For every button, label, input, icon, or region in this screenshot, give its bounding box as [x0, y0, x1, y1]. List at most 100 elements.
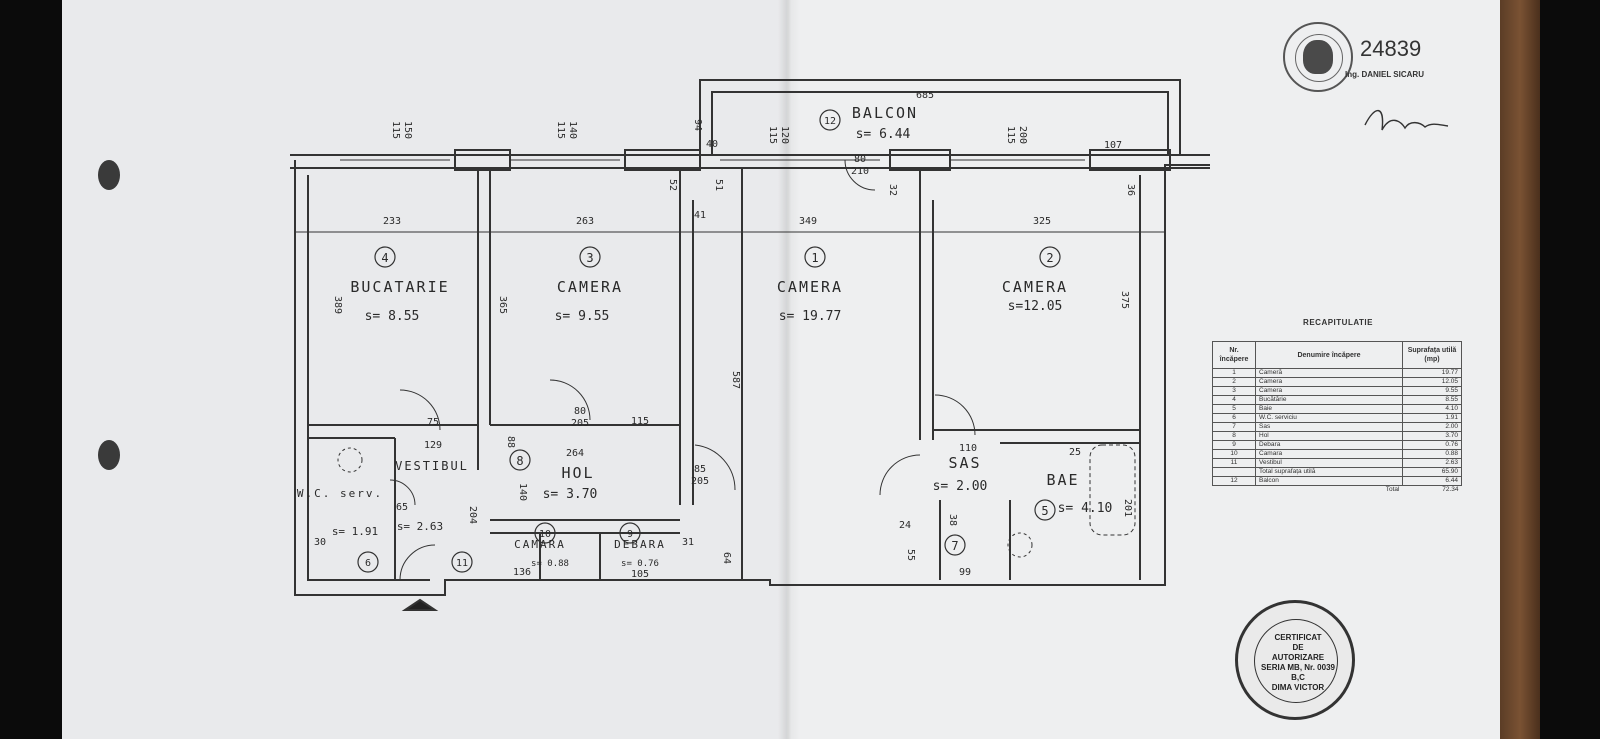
dimension-label: 55 — [905, 549, 916, 561]
recap-nr: 12 — [1212, 476, 1256, 486]
recap-value: 2.00 — [1402, 422, 1462, 432]
dimension-label: 80 — [854, 154, 866, 165]
dimension-label: 205 — [691, 476, 709, 487]
room-number-circle — [1034, 499, 1056, 521]
dimension-label: 115 — [390, 121, 401, 139]
room-name: W.C. serv. — [297, 487, 383, 500]
room-number-circle — [619, 522, 641, 544]
room-number: 1 — [811, 251, 818, 265]
punch-hole-top — [98, 160, 120, 190]
engineer-name: Ing. DANIEL SICARU — [1345, 70, 1424, 79]
room-number: 8 — [516, 454, 523, 468]
recap-nr: 4 — [1212, 395, 1256, 405]
room-number-circle — [451, 551, 473, 573]
dimension-label: 32 — [887, 184, 898, 196]
dimension-label: 51 — [713, 179, 724, 191]
recap-value: 65.90 — [1402, 467, 1462, 477]
recap-value: 72.34 — [1442, 486, 1459, 493]
recap-name: Camara — [1255, 449, 1403, 459]
dimension-label: 115 — [1005, 126, 1016, 144]
dimension-label: 150 — [402, 121, 413, 139]
room-area: s= 6.44 — [856, 127, 911, 142]
recap-nr: 6 — [1212, 413, 1256, 423]
recap-name: Sas — [1255, 422, 1403, 432]
room-area: s= 19.77 — [779, 309, 842, 324]
dimension-label: 389 — [332, 296, 343, 314]
punch-hole-bottom — [98, 440, 120, 470]
room-name: HOL — [561, 464, 594, 482]
room-number-circle — [534, 522, 556, 544]
dimension-label: 115 — [555, 121, 566, 139]
recap-nr: 8 — [1212, 431, 1256, 441]
room-name: CAMERA — [1002, 278, 1068, 296]
table-edge — [1500, 0, 1540, 739]
room-area: s= 2.63 — [397, 520, 443, 533]
room-number: 11 — [456, 558, 468, 569]
recap-nr: 5 — [1212, 404, 1256, 414]
room-number-circle — [509, 449, 531, 471]
recap-value: 9.55 — [1402, 386, 1462, 396]
official-seal-top — [1283, 22, 1353, 92]
room-area: s= 3.70 — [543, 487, 598, 502]
recap-value: 12.05 — [1402, 377, 1462, 387]
dimension-label: 115 — [767, 126, 778, 144]
dimension-label: 107 — [1104, 140, 1122, 151]
room-number-circle — [1039, 246, 1061, 268]
recap-nr: 9 — [1212, 440, 1256, 450]
dimension-label: 64 — [721, 552, 732, 564]
stamp-line: B,C — [1291, 673, 1305, 682]
registration-number: 24839 — [1360, 36, 1422, 61]
recap-nr: 1 — [1212, 368, 1256, 378]
room-area: s= 8.55 — [365, 309, 420, 324]
recap-value: 2.63 — [1402, 458, 1462, 468]
recap-nr — [1212, 467, 1256, 477]
dimension-label: 233 — [383, 216, 401, 227]
dimension-label: 31 — [682, 537, 694, 548]
recap-name: Vestibul — [1255, 458, 1403, 468]
room-area: s=12.05 — [1008, 299, 1063, 314]
room-number-circle — [579, 246, 601, 268]
room-number-circle — [357, 551, 379, 573]
recap-value: 4.10 — [1402, 404, 1462, 414]
recap-nr: 2 — [1212, 377, 1256, 387]
room-area: s= 0.88 — [531, 559, 569, 569]
stamp-inner-ring — [1254, 619, 1338, 703]
recap-nr: 7 — [1212, 422, 1256, 432]
stamp-line: DE — [1292, 643, 1304, 652]
room-name: BALCON — [852, 104, 918, 122]
dimension-label: 201 — [1122, 499, 1133, 517]
room-name: DEBARA — [614, 538, 666, 551]
recap-name: Baie — [1255, 404, 1403, 414]
dimension-label: 129 — [424, 440, 442, 451]
room-name: BAE — [1046, 471, 1079, 489]
dimension-label: 375 — [1119, 291, 1130, 309]
recap-name: W.C. serviciu — [1255, 413, 1403, 423]
recap-name: Total suprafața utilă — [1255, 467, 1403, 477]
dimension-label: 136 — [513, 567, 531, 578]
room-number-circle — [819, 109, 841, 131]
room-number: 9 — [627, 529, 633, 540]
room-name: CAMERA — [557, 278, 623, 296]
recap-name: Balcon — [1255, 476, 1403, 486]
recap-nr — [1213, 486, 1256, 495]
recap-title: RECAPITULATIE — [1303, 318, 1373, 327]
dimension-label: 263 — [576, 216, 594, 227]
room-area: s= 1.91 — [332, 525, 378, 538]
dimension-label: 40 — [706, 139, 718, 150]
dimension-label: 85 — [694, 464, 706, 475]
recap-name: Cameră — [1255, 368, 1403, 378]
dimension-label: 685 — [916, 90, 934, 101]
room-area: s= 4.10 — [1058, 501, 1113, 516]
room-number: 12 — [824, 116, 836, 127]
stamp-text: CERTIFICAT DE AUTORIZARE SERIA MB, Nr. 0… — [1238, 633, 1358, 693]
dimension-label: 140 — [567, 121, 578, 139]
recap-value: 1.91 — [1402, 413, 1462, 423]
room-number: 7 — [951, 539, 958, 553]
